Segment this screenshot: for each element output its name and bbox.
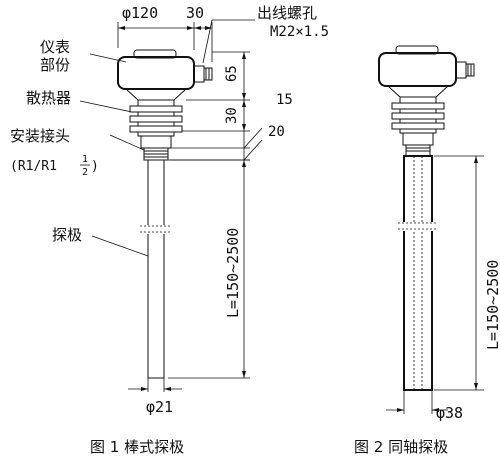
label-h20: 20 [268, 124, 285, 140]
label-probe: 探极 [52, 226, 82, 244]
label-leaders-1 [79, 53, 149, 257]
label-outlet-spec: M22×1.5 [270, 24, 329, 40]
heat-sink-1 [129, 99, 183, 137]
instrument-housing-1 [117, 49, 213, 101]
label-dia120: φ120 [122, 4, 158, 22]
top-dimensions-1 [117, 22, 213, 62]
diameter-dimension-1 [128, 378, 182, 392]
label-heatsink: 散热器 [26, 89, 71, 107]
label-frac-close: ) [91, 159, 99, 174]
label-instrument-2: 部份 [40, 56, 70, 74]
probe-rod-1 [140, 159, 172, 379]
label-instrument-1: 仪表 [40, 38, 70, 56]
label-outlet-title: 出线螺孔 [257, 4, 317, 22]
figure-1-rod-probe [79, 19, 263, 392]
label-frac-den: 2 [82, 167, 88, 178]
caption-figure-1: 图 1 棒式探极 [90, 438, 184, 456]
label-frac-num: 1 [82, 154, 88, 165]
label-len2: L=150~2500 [484, 260, 500, 350]
label-h30: 30 [224, 107, 240, 124]
install-fitting-1 [140, 135, 172, 161]
height-dimensions-1 [168, 51, 263, 161]
label-h65: 65 [224, 65, 240, 82]
label-fitting: 安装接头 [10, 127, 70, 145]
label-dia38: φ38 [436, 404, 463, 422]
length-dimension-1 [168, 159, 250, 379]
figure-2-coaxial-probe [378, 45, 484, 414]
label-w30: 30 [186, 4, 204, 22]
label-dia21: φ21 [146, 398, 173, 416]
caption-figure-2: 图 2 同轴探极 [354, 438, 448, 456]
label-fitting-thread: (R1/R1 [10, 159, 57, 174]
label-h15: 15 [276, 92, 293, 108]
label-len1: L=150~2500 [224, 228, 242, 318]
